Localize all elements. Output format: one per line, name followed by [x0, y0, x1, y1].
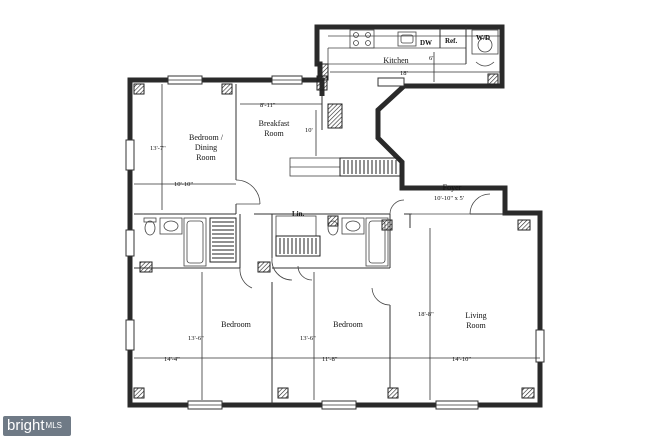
label-foyer: Foyer — [443, 183, 462, 192]
label-breakfast: Breakfast — [259, 119, 290, 128]
dim-bed2-width: 11'-8" — [322, 356, 338, 363]
label-bedroom-dining-3: Room — [196, 153, 216, 162]
bathroom-left — [143, 217, 237, 267]
kitchen-appliances — [349, 29, 499, 67]
dim-bed1-height: 13'-6" — [188, 335, 204, 342]
dim-bd-width: 10'-10" — [174, 181, 193, 188]
dimension-labels: 13'-7" 10'-10" 8'-11" 10' 6' 18' 10'-10"… — [150, 55, 471, 363]
label-kitchen: Kitchen — [383, 56, 408, 65]
partitions — [289, 63, 401, 177]
label-washer-dryer: W/D — [476, 34, 490, 42]
label-bedroom-dining-2: Dining — [195, 143, 217, 152]
label-bedroom-2: Bedroom — [333, 320, 364, 329]
dim-foyer: 10'-10" x 5' — [434, 195, 464, 202]
label-living-2: Room — [466, 321, 486, 330]
label-bedroom-1: Bedroom — [221, 320, 252, 329]
dim-breakfast-width: 8'-11" — [260, 102, 276, 109]
label-refrigerator: Ref. — [445, 37, 457, 45]
dim-kitchen-depth: 6' — [429, 55, 433, 62]
label-dishwasher: DW — [420, 39, 432, 47]
columns — [133, 73, 535, 399]
dim-bed1-width: 14'-4" — [164, 356, 180, 363]
brand-watermark: brightMLS — [3, 416, 71, 436]
windows — [125, 75, 545, 410]
dim-bd-height: 13'-7" — [150, 145, 166, 152]
brand-suffix: MLS — [45, 421, 62, 431]
dim-living-width: 14'-10" — [452, 356, 471, 363]
fixture-labels: DW Ref. W/D Lin. — [292, 34, 490, 218]
label-breakfast-2: Room — [264, 129, 284, 138]
bathroom-right — [275, 215, 389, 267]
brand-name: bright — [7, 417, 45, 434]
dim-kitchen-length: 18' — [400, 70, 408, 77]
dimension-lines — [134, 52, 540, 400]
label-linen: Lin. — [292, 210, 305, 218]
dim-bed2-height: 13'-6" — [300, 335, 316, 342]
room-labels: Bedroom / Dining Room Breakfast Room Kit… — [189, 56, 487, 330]
doors — [235, 179, 491, 306]
label-bedroom-dining: Bedroom / — [189, 133, 224, 142]
dim-breakfast-height: 10' — [305, 127, 313, 134]
dim-living-height: 18'-8" — [418, 311, 434, 318]
label-living: Living — [465, 311, 486, 320]
